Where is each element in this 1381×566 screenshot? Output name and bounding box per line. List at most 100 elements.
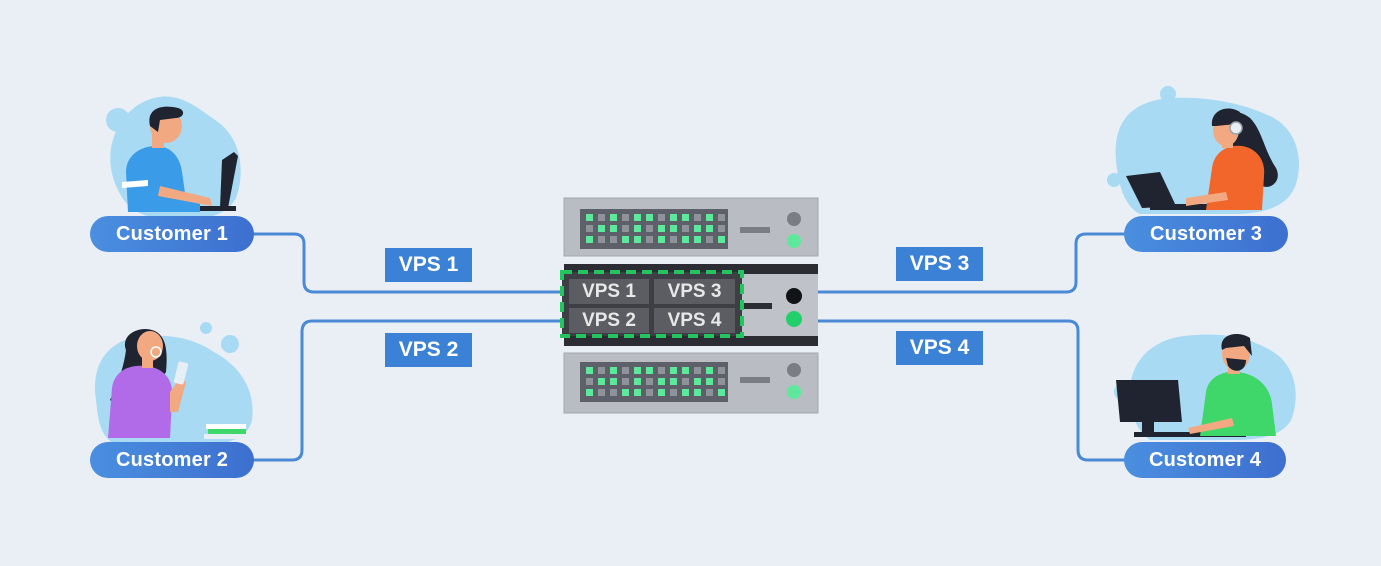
vent-led — [670, 236, 677, 243]
vent-led — [670, 389, 677, 396]
led-grid — [586, 367, 725, 396]
vps-3-tag: VPS 3 — [896, 247, 983, 281]
power-indicator — [786, 288, 802, 304]
blob-dot — [106, 108, 130, 132]
customer-4-label: Customer 4 — [1124, 442, 1286, 478]
books — [206, 424, 246, 429]
desk — [1134, 432, 1246, 437]
vent-led — [694, 225, 701, 232]
vent-led — [586, 378, 593, 385]
vent-led — [694, 378, 701, 385]
desk — [180, 206, 236, 211]
server-slot-vps-3: VPS 3 — [667, 280, 722, 302]
vent-led — [694, 214, 701, 221]
vent-led — [670, 367, 677, 374]
server-slot-vps-4: VPS 4 — [667, 309, 722, 331]
blob-dot — [1160, 86, 1176, 102]
vent-led — [658, 378, 665, 385]
vent-led — [658, 389, 665, 396]
headphones-icon — [1229, 121, 1243, 135]
vent-led — [598, 389, 605, 396]
vent-led — [658, 225, 665, 232]
person-neck — [142, 354, 153, 368]
customer-1-label: Customer 1 — [90, 216, 254, 252]
vent-led — [682, 367, 689, 374]
customer-2-illustration — [95, 322, 253, 446]
vps-slot — [569, 308, 649, 333]
glasses-icon — [150, 346, 162, 358]
connector-customer-3 — [818, 232, 1128, 294]
vent-led — [706, 214, 713, 221]
person-hair — [1221, 334, 1252, 356]
led-grid — [586, 214, 725, 243]
vent-led — [610, 236, 617, 243]
monitor-icon — [1116, 380, 1182, 422]
drive-slot — [744, 303, 772, 309]
person-body — [108, 365, 173, 438]
vent-led — [586, 225, 593, 232]
connector-customer-1 — [252, 232, 564, 294]
vent-led — [706, 378, 713, 385]
vent-led — [682, 378, 689, 385]
vent-led — [658, 214, 665, 221]
vent-led — [634, 367, 641, 374]
vent-led — [694, 236, 701, 243]
vent-led — [658, 367, 665, 374]
customer-2-label: Customer 2 — [90, 442, 254, 478]
vps-slot — [654, 279, 735, 304]
vent-led — [694, 389, 701, 396]
person-beard — [1226, 358, 1246, 371]
vent-led — [610, 225, 617, 232]
vent-led — [586, 367, 593, 374]
shirt-stripe — [122, 180, 148, 188]
connector-customer-2 — [252, 319, 564, 462]
vent-led — [682, 214, 689, 221]
vent-led — [622, 225, 629, 232]
customer-3-illustration — [1107, 86, 1299, 214]
vent-led — [646, 225, 653, 232]
vent-led — [586, 214, 593, 221]
vent-led — [682, 236, 689, 243]
customer-1-illustration — [106, 96, 241, 221]
status-light — [787, 234, 801, 248]
server-unit-top — [563, 197, 819, 257]
vent-led — [718, 389, 725, 396]
vent-led — [586, 389, 593, 396]
person-body — [1200, 371, 1276, 436]
person-hair — [149, 106, 184, 132]
vent-led — [598, 225, 605, 232]
person-arm — [170, 378, 186, 412]
vent-led — [646, 236, 653, 243]
vent-led — [658, 236, 665, 243]
vent-led — [634, 214, 641, 221]
vent-led — [598, 367, 605, 374]
vent-led — [586, 236, 593, 243]
books — [204, 434, 246, 439]
status-light — [786, 311, 802, 327]
power-indicator — [787, 212, 801, 226]
vent-led — [694, 367, 701, 374]
person-hair — [1211, 108, 1240, 126]
power-indicator — [787, 363, 801, 377]
vps-1-tag: VPS 1 — [385, 248, 472, 282]
person-arm — [1186, 192, 1228, 206]
server-slot-vps-1: VPS 1 — [582, 280, 636, 302]
vps-slot — [654, 308, 735, 333]
monitor-stand — [1142, 422, 1154, 434]
vent-led — [682, 389, 689, 396]
vent-led — [598, 236, 605, 243]
connector-customer-4 — [818, 319, 1128, 462]
vent-led — [622, 214, 629, 221]
server-rack — [560, 197, 819, 414]
person-arm — [1188, 418, 1234, 434]
vent-led — [718, 378, 725, 385]
vent-led — [646, 367, 653, 374]
vent-led — [610, 367, 617, 374]
drive-slot — [740, 377, 770, 383]
vent-led — [610, 389, 617, 396]
customer-3-label: Customer 3 — [1124, 216, 1288, 252]
vent-led — [718, 225, 725, 232]
vent-led — [670, 378, 677, 385]
vent-led — [598, 214, 605, 221]
vent-led — [718, 214, 725, 221]
